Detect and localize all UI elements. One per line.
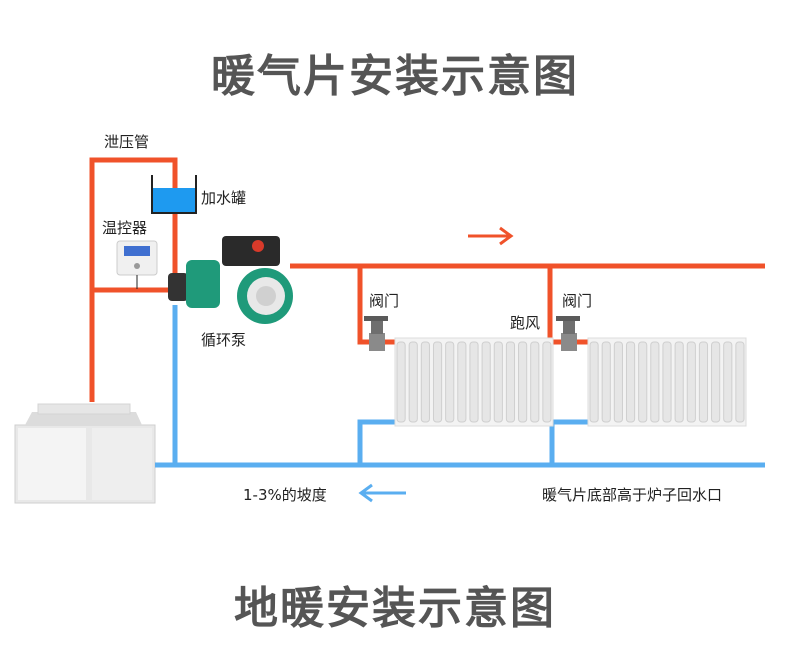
radiator-fin xyxy=(601,341,611,423)
valve-1 xyxy=(364,316,388,351)
radiator-1 xyxy=(394,337,554,427)
radiator-fin xyxy=(711,341,721,423)
water-tank xyxy=(151,175,197,214)
radiator-fin xyxy=(505,341,516,423)
supply-flow-arrow xyxy=(468,226,514,246)
boiler xyxy=(14,403,156,504)
radiator-fin xyxy=(723,341,733,423)
radiator-fin xyxy=(396,341,406,423)
pump-label: 循环泵 xyxy=(201,331,247,349)
radiator-fin xyxy=(432,341,443,423)
radiator-fin xyxy=(420,341,430,423)
slope-label: 1-3%的坡度 xyxy=(243,486,327,504)
radiator-fin xyxy=(686,341,696,423)
radiator-fin xyxy=(530,341,540,423)
diagram-title: 暖气片安装示意图 xyxy=(211,51,579,102)
valve-1-label: 阀门 xyxy=(369,292,400,310)
vent-label: 跑风 xyxy=(510,314,541,332)
water-tank-label: 加水罐 xyxy=(201,189,247,207)
valve-2-label: 阀门 xyxy=(562,292,593,310)
radiator-fin xyxy=(481,341,491,423)
radiator-fin xyxy=(469,341,479,423)
radiator-fin xyxy=(408,341,418,423)
radiator-fin xyxy=(735,341,745,423)
return-pipe xyxy=(155,305,765,468)
circulation-pump xyxy=(168,236,293,324)
thermostat xyxy=(116,240,158,289)
radiator-fin xyxy=(518,341,528,423)
radiator-fin xyxy=(650,341,660,423)
radiator-fin xyxy=(493,341,503,423)
radiator-note-label: 暖气片底部高于炉子回水口 xyxy=(542,486,723,504)
relief-pipe-label: 泄压管 xyxy=(104,133,150,151)
thermostat-label: 温控器 xyxy=(102,219,148,237)
radiator-fin xyxy=(457,341,467,423)
diagram-subtitle: 地暖安装示意图 xyxy=(234,583,556,634)
radiator-fin xyxy=(662,341,672,423)
radiator-fin xyxy=(674,341,684,423)
radiator-fin xyxy=(542,341,552,423)
radiator-fin xyxy=(698,341,709,423)
radiator-2 xyxy=(587,337,747,427)
valve-2 xyxy=(556,316,580,351)
radiator-fin xyxy=(613,341,623,423)
radiator-fin xyxy=(589,341,599,423)
radiator-fin xyxy=(445,341,455,423)
radiator-fin xyxy=(638,341,648,423)
radiator-fin xyxy=(625,341,636,423)
return-flow-arrow xyxy=(358,483,406,503)
